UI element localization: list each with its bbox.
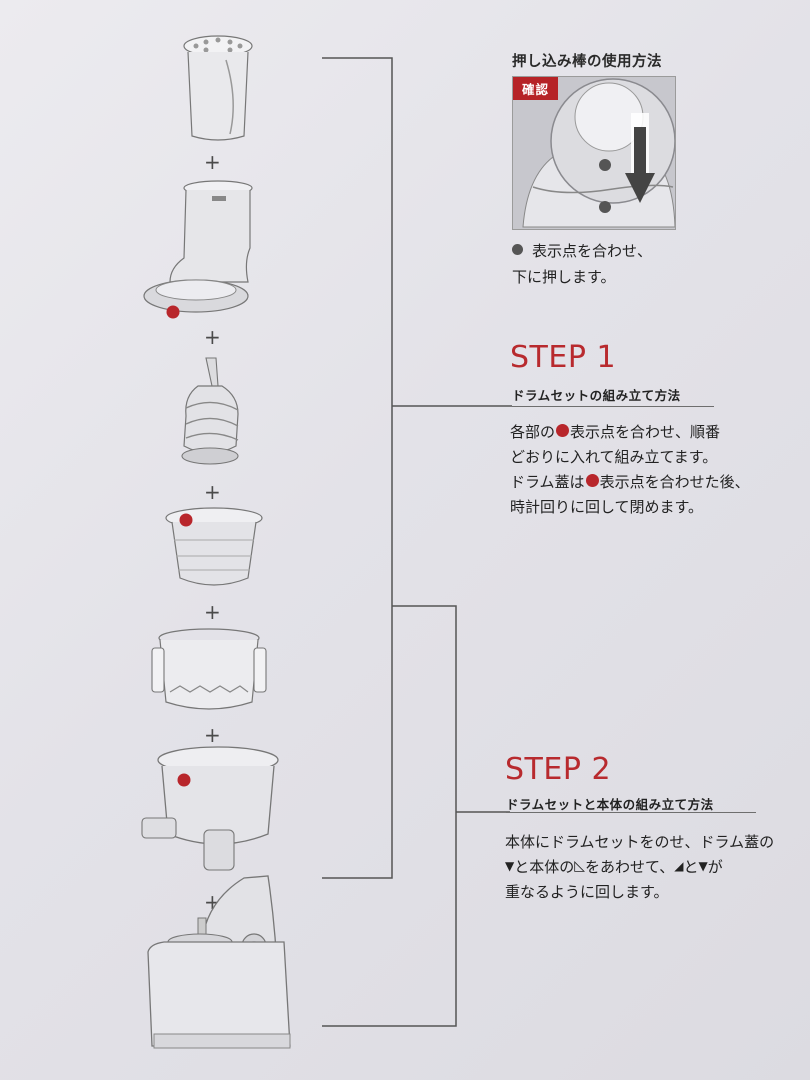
drum-illustration bbox=[141, 746, 279, 871]
plus-sign: + bbox=[204, 480, 221, 504]
step1-text: ドラム蓋は bbox=[510, 473, 585, 491]
step1-text: どおりに入れて組み立てます。 bbox=[510, 448, 718, 466]
step1-body: 各部の表示点を合わせ、順番 どおりに入れて組み立てます。 ドラム蓋は表示点を合わ… bbox=[510, 420, 750, 520]
step1-text: 表示点を合わせ、順番 bbox=[570, 423, 721, 441]
outline-triangle-icon: ◺ bbox=[574, 858, 586, 874]
step2-subtitle: ドラムセットと本体の組み立て方法 bbox=[506, 797, 714, 812]
screw-auger-illustration bbox=[181, 357, 239, 465]
pusher-note-line1: 表示点を合わせ、 bbox=[532, 242, 653, 260]
filled-corner-triangle-icon: ◢ bbox=[674, 859, 684, 873]
hopper-part-illustration bbox=[183, 35, 253, 141]
step1-text: 表示点を合わせた後、 bbox=[599, 473, 750, 491]
step1-title: STEP 1 bbox=[510, 340, 617, 375]
step2-text: をあわせて、 bbox=[585, 858, 675, 876]
step1-rule bbox=[512, 406, 714, 407]
confirm-badge: 確認 bbox=[513, 77, 559, 100]
strainer-illustration bbox=[165, 507, 263, 586]
feed-chute-illustration bbox=[143, 180, 253, 319]
plus-sign: + bbox=[204, 150, 221, 174]
pusher-note-line2: 下に押します。 bbox=[512, 268, 616, 286]
plus-sign: + bbox=[204, 723, 221, 747]
red-dot-icon bbox=[585, 474, 599, 487]
down-triangle-icon: ▼ bbox=[505, 859, 515, 873]
plus-sign: + bbox=[204, 325, 221, 349]
step2-text: と本体の bbox=[514, 858, 575, 876]
gray-dot-icon bbox=[512, 244, 523, 255]
rotating-brush-illustration bbox=[151, 628, 267, 710]
pusher-diagram bbox=[513, 77, 675, 229]
step2-text: が bbox=[707, 858, 723, 876]
step2-text: 重なるように回します。 bbox=[505, 883, 669, 901]
step1-text: 各部の bbox=[510, 423, 556, 441]
pusher-usage-title: 押し込み棒の使用方法 bbox=[512, 54, 662, 70]
step2-rule bbox=[506, 812, 756, 813]
pusher-instructions: 表示点を合わせ、 下に押します。 bbox=[512, 238, 652, 290]
pusher-photo: 確認 bbox=[512, 76, 676, 230]
step2-text: 本体にドラムセットをのせ、ドラム蓋の bbox=[505, 833, 775, 851]
step2-body: 本体にドラムセットをのせ、ドラム蓋の ▼と本体の◺をあわせて、◢と▼が 重なるよ… bbox=[505, 830, 774, 905]
main-body-illustration bbox=[147, 875, 291, 1049]
red-dot-icon bbox=[556, 424, 570, 437]
down-triangle-icon: ▼ bbox=[698, 859, 708, 873]
step2-text: と bbox=[683, 858, 699, 876]
step1-text: 時計回りに回して閉めます。 bbox=[510, 498, 704, 516]
step1-subtitle: ドラムセットの組み立て方法 bbox=[512, 388, 681, 403]
step2-title: STEP 2 bbox=[505, 752, 612, 787]
plus-sign: + bbox=[204, 600, 221, 624]
